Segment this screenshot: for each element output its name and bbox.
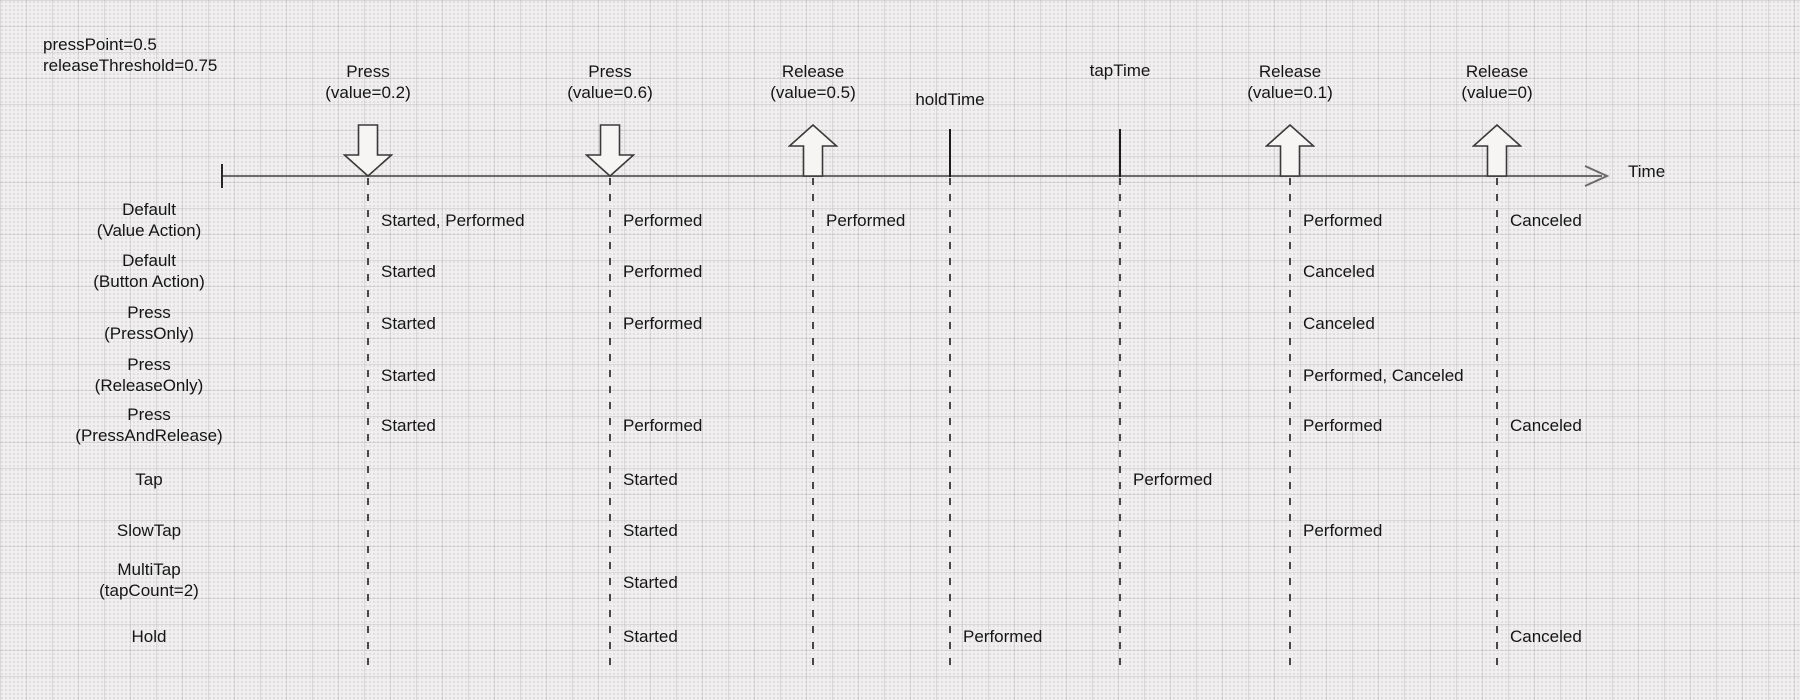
annotation: Performed: [1133, 470, 1213, 489]
event-label-release-0: Release (value=0): [1412, 61, 1582, 103]
event-label-line: Release: [781, 62, 845, 81]
annotation: Started: [623, 521, 678, 540]
event-label-line: (value=0): [1461, 83, 1533, 102]
annotation: Started: [381, 262, 436, 281]
event-label-line: Press: [346, 62, 390, 81]
press-point-param: pressPoint=0.5: [43, 35, 157, 54]
parameters-note: pressPoint=0.5 releaseThreshold=0.75: [43, 34, 217, 76]
annotation: Started: [381, 366, 436, 385]
row-label-line: Press: [127, 303, 171, 322]
time-axis-start-tick: [221, 164, 223, 188]
annotation: Started: [381, 416, 436, 435]
event-label-line: (value=0.5): [770, 83, 856, 102]
annotation: Performed: [623, 211, 703, 230]
row-label-line: Press: [127, 405, 171, 424]
row-label-press-pressandrelease: Press (PressAndRelease): [24, 404, 274, 446]
annotation: Performed: [1303, 416, 1383, 435]
event-label-press-0-2: Press (value=0.2): [283, 61, 453, 103]
row-label-multitap: MultiTap (tapCount=2): [24, 559, 274, 601]
row-label-line: (Value Action): [96, 221, 202, 240]
row-label-line: (tapCount=2): [99, 581, 199, 600]
press-arrow-down-icon: [585, 124, 635, 177]
annotation: Performed: [826, 211, 906, 230]
row-label-line: (Button Action): [93, 272, 205, 291]
event-guide-line: [609, 178, 611, 672]
annotation: Performed: [963, 627, 1043, 646]
event-label-line: (value=0.6): [567, 83, 653, 102]
event-label-line: (value=0.1): [1247, 83, 1333, 102]
event-guide-line: [367, 178, 369, 672]
annotation: Started: [381, 314, 436, 333]
event-guide-line: [1496, 178, 1498, 672]
annotation: Started, Performed: [381, 211, 525, 230]
row-label-default-value-action: Default (Value Action): [24, 199, 274, 241]
release-arrow-up-icon: [788, 124, 838, 177]
event-guide-line: [1119, 178, 1121, 672]
event-label-line: Release: [1258, 62, 1322, 81]
time-axis-line: [222, 175, 1602, 177]
event-label-line: (value=0.2): [325, 83, 411, 102]
event-label-line: holdTime: [915, 90, 985, 109]
annotation: Performed: [1303, 521, 1383, 540]
row-label-line: (PressAndRelease): [75, 426, 223, 445]
annotation: Started: [623, 470, 678, 489]
row-label-default-button-action: Default (Button Action): [24, 250, 274, 292]
taptime-tick-mark: [1119, 129, 1121, 177]
annotation: Canceled: [1510, 211, 1582, 230]
row-label-line: (ReleaseOnly): [94, 376, 204, 395]
annotation: Canceled: [1303, 314, 1375, 333]
release-arrow-up-icon: [1472, 124, 1522, 177]
row-label-line: MultiTap: [117, 560, 181, 579]
row-label-slowtap: SlowTap: [24, 520, 274, 541]
annotation: Started: [623, 627, 678, 646]
time-axis-label: Time: [1628, 162, 1666, 181]
row-label-line: Hold: [131, 627, 167, 646]
event-guide-line: [812, 178, 814, 672]
annotation: Performed: [623, 416, 703, 435]
row-label-line: Press: [127, 355, 171, 374]
release-arrow-up-icon: [1265, 124, 1315, 177]
row-label-press-pressonly: Press (PressOnly): [24, 302, 274, 344]
holdtime-tick-mark: [949, 129, 951, 177]
annotation: Performed, Canceled: [1303, 366, 1464, 385]
time-axis-arrowhead-icon: [1584, 165, 1610, 187]
annotation: Canceled: [1510, 627, 1582, 646]
event-label-line: tapTime: [1089, 61, 1151, 80]
event-guide-line: [1289, 178, 1291, 672]
event-label-holdtime: holdTime: [865, 89, 1035, 110]
event-label-release-0-5: Release (value=0.5): [728, 61, 898, 103]
event-label-release-0-1: Release (value=0.1): [1205, 61, 1375, 103]
annotation: Canceled: [1510, 416, 1582, 435]
row-label-line: Default: [122, 200, 176, 219]
row-label-line: SlowTap: [116, 521, 182, 540]
event-guide-line: [949, 178, 951, 672]
row-label-tap: Tap: [24, 469, 274, 490]
release-threshold-param: releaseThreshold=0.75: [43, 56, 218, 75]
row-label-line: Tap: [135, 470, 163, 489]
annotation: Canceled: [1303, 262, 1375, 281]
annotation: Performed: [623, 314, 703, 333]
row-label-line: (PressOnly): [104, 324, 194, 343]
annotation: Started: [623, 573, 678, 592]
event-label-line: Release: [1465, 62, 1529, 81]
row-label-line: Default: [122, 251, 176, 270]
row-label-press-releaseonly: Press (ReleaseOnly): [24, 354, 274, 396]
event-label-press-0-6: Press (value=0.6): [525, 61, 695, 103]
press-arrow-down-icon: [343, 124, 393, 177]
annotation: Performed: [623, 262, 703, 281]
event-label-taptime: tapTime: [1035, 60, 1205, 81]
row-label-hold: Hold: [24, 626, 274, 647]
annotation: Performed: [1303, 211, 1383, 230]
event-label-line: Press: [588, 62, 632, 81]
